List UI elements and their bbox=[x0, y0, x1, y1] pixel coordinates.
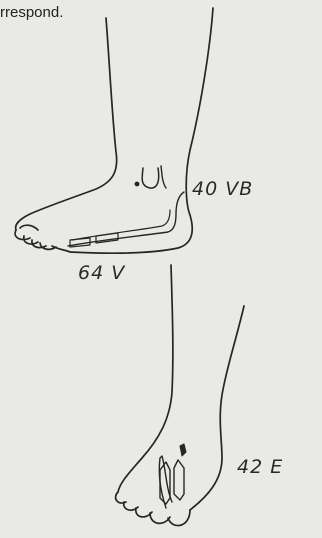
upper-ankle-point bbox=[135, 182, 140, 187]
upper-leg-front bbox=[16, 18, 117, 230]
upper-lateral-channel-inner bbox=[72, 210, 170, 240]
upper-heel-mark bbox=[142, 168, 159, 188]
lower-foot-drawing bbox=[116, 265, 244, 526]
label-40-vb: 40 VB bbox=[192, 178, 253, 200]
upper-toe-1 bbox=[15, 230, 30, 240]
upper-foot-drawing bbox=[15, 8, 213, 253]
label-42-e: 42 E bbox=[237, 456, 283, 478]
lower-leg-left bbox=[118, 265, 173, 492]
upper-sole bbox=[52, 246, 70, 252]
lower-bone-right bbox=[174, 460, 184, 500]
upper-heel-tick bbox=[161, 166, 166, 188]
upper-toe-nail bbox=[20, 225, 38, 230]
label-64-v: 64 V bbox=[78, 262, 125, 284]
lower-leg-right bbox=[190, 306, 244, 510]
lower-toe-4 bbox=[150, 513, 170, 523]
lower-bone-stub bbox=[180, 444, 186, 456]
lower-toe-5 bbox=[168, 510, 190, 526]
upper-leg-back bbox=[70, 8, 213, 253]
